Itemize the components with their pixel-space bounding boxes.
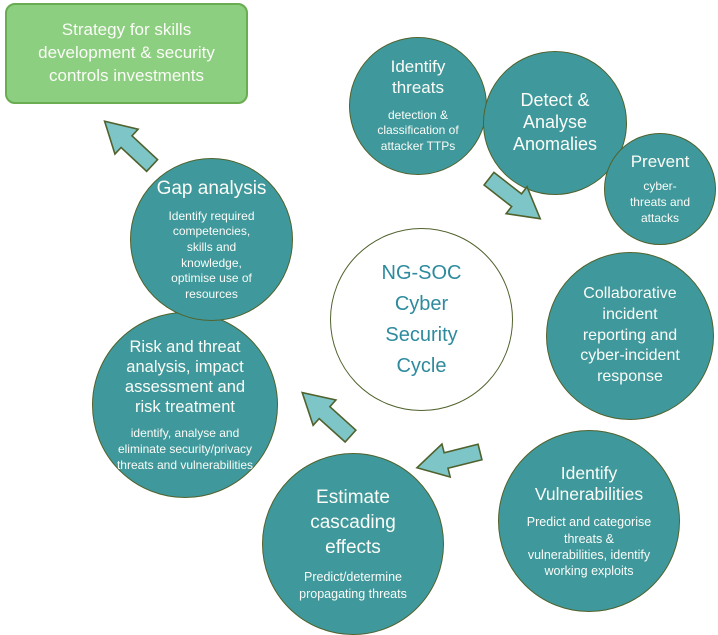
circle-subtitle: Identify required competencies, skills a… <box>168 208 255 301</box>
arrow-up-left-icon <box>103 120 159 173</box>
circle-subtitle: Predict/determine propagating threats <box>299 570 407 601</box>
circle-title: Prevent <box>630 151 690 171</box>
center-line: Cyber <box>394 292 449 315</box>
circle-title: Gap analysis <box>156 177 267 199</box>
center-line: Cycle <box>396 354 447 377</box>
circle-estimate-cascading-effects: Estimate cascading effects Predict/deter… <box>262 453 444 635</box>
circle-title: Risk and threat analysis, impact assessm… <box>124 337 246 417</box>
circle-title: Identify threats <box>390 57 446 98</box>
circle-collaborative-incident: Collaborative incident reporting and cyb… <box>546 252 714 420</box>
arrow-down-right-icon <box>482 171 542 220</box>
circle-title: Detect & Analyse Anomalies <box>512 90 598 154</box>
strategy-box: Strategy for skills development & securi… <box>5 3 248 104</box>
circle-prevent: Prevent cyber-threats and attacks <box>604 133 716 245</box>
center-circle: NG-SOC Cyber Security Cycle <box>330 228 513 411</box>
circle-risk-threat-analysis: Risk and threat analysis, impact assessm… <box>92 312 278 498</box>
circle-subtitle: identify, analyse and eliminate security… <box>116 426 254 472</box>
arrow-up-left-icon <box>301 391 358 444</box>
circle-gap-analysis: Gap analysis Identify required competenc… <box>130 158 293 321</box>
circle-subtitle: detection & classification of attacker T… <box>377 107 459 154</box>
strategy-box-label: Strategy for skills development & securi… <box>38 20 215 85</box>
center-line: Security <box>385 323 458 346</box>
arrow-left-icon <box>415 442 483 479</box>
circle-subtitle: cyber-threats and attacks <box>629 179 691 225</box>
circle-identify-vulnerabilities: Identify Vulnerabilities Predict and cat… <box>498 430 680 612</box>
circle-title: Estimate cascading effects <box>310 487 396 558</box>
circle-subtitle: Predict and categorise threats & vulnera… <box>526 515 652 579</box>
circle-identify-threats: Identify threats detection & classificat… <box>349 37 487 175</box>
circle-title: Collaborative incident reporting and cyb… <box>580 285 680 386</box>
circle-title: Identify Vulnerabilities <box>534 462 644 504</box>
circle-detect-analyse-anomalies: Detect & Analyse Anomalies <box>483 51 627 195</box>
center-line: NG-SOC <box>381 261 462 284</box>
